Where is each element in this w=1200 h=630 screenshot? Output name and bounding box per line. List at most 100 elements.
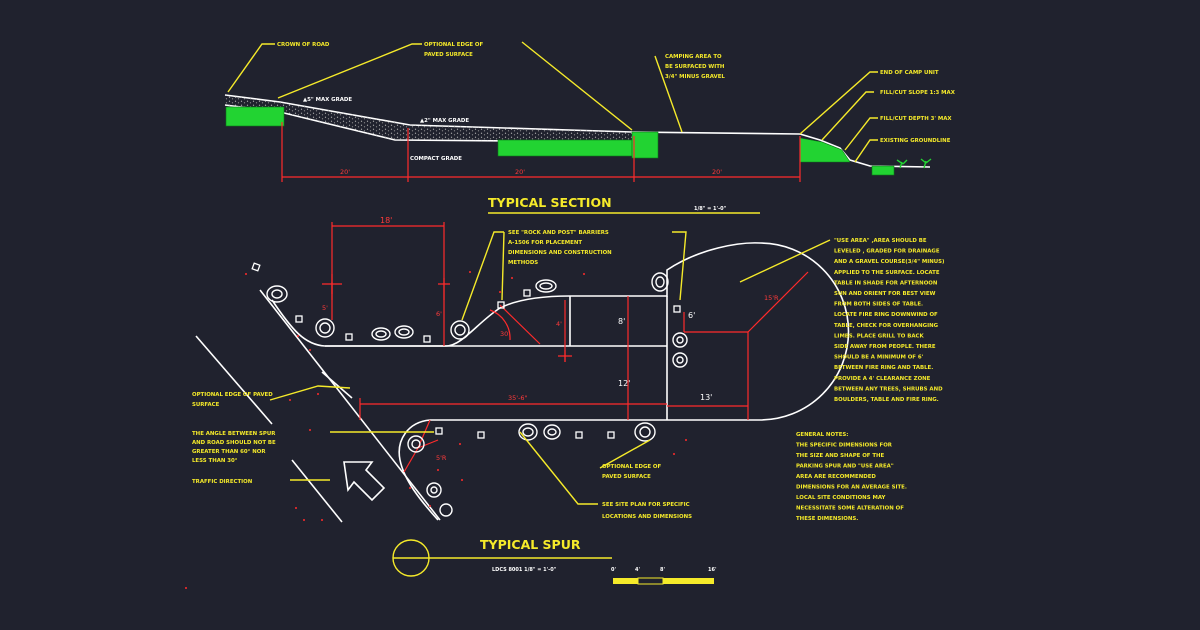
label-use-area-8: TABLE, CHECK FOR OVERHANGING	[834, 323, 939, 329]
label-general-notes-5: DIMENSIONS FOR AN AVERAGE SITE.	[796, 485, 907, 491]
label-general-notes-3: PARKING SPUR AND "USE AREA"	[796, 464, 894, 470]
label-use-area-0: "USE AREA" ,AREA SHOULD BE	[834, 238, 927, 244]
angle-30-arc	[489, 309, 511, 341]
leader-site-plan	[519, 431, 598, 505]
turf-block-3	[631, 131, 659, 159]
label-general-notes-6: LOCAL SITE CONDITIONS MAY	[796, 495, 885, 501]
label-camping-2: BE SURFACED WITH	[665, 64, 725, 70]
dim-radius-15	[747, 271, 809, 333]
plus-marker-3	[558, 350, 572, 362]
road-edge-4	[321, 371, 353, 399]
typical-section: 20' 20' 20' CROWN OF ROAD OPTIONAL EDGE …	[224, 41, 956, 214]
dim-35: 35'-6"	[508, 394, 528, 402]
label-rock-post-3: DIMENSIONS AND CONSTRUCTION	[508, 250, 612, 256]
spur-scale-note: LDCS 8001 1/8" = 1'-0"	[492, 567, 557, 573]
section-dim-2: 20'	[515, 168, 525, 176]
dim-small-2: 6'	[436, 310, 442, 318]
dim-13: 13'	[700, 393, 712, 402]
plant-symbol	[896, 158, 932, 169]
label-site-plan-2: LOCATIONS AND DIMENSIONS	[602, 514, 692, 520]
label-end-of-camp-unit: END OF CAMP UNIT	[880, 70, 939, 76]
dim-small-3: 4'	[556, 320, 562, 328]
section-dim-1: 20'	[340, 168, 350, 176]
leader-optional-edge-2	[521, 41, 633, 131]
label-grade-1: ▲5" MAX GRADE	[303, 97, 352, 103]
leader-groundline	[854, 139, 878, 163]
dim-5r: 5'R	[436, 454, 447, 462]
label-rock-post-2: A-1506 FOR PLACEMENT	[508, 240, 582, 246]
dim-8: 8'	[618, 317, 625, 326]
label-use-area-11: SHOULD BE A MINIMUM OF 6'	[834, 355, 924, 361]
label-rock-post-4: METHODS	[508, 260, 538, 266]
label-grade-2: ▲2" MAX GRADE	[420, 118, 469, 124]
dim-small-1: 5'	[322, 304, 328, 312]
label-compact-grade: COMPACT GRADE	[410, 156, 462, 162]
scale-8: 8'	[660, 567, 665, 573]
leader-crown-of-road	[227, 43, 275, 93]
label-use-area-13: PROVIDE A 4' CLEARANCE ZONE	[834, 376, 931, 382]
label-site-plan-1: SEE SITE PLAN FOR SPECIFIC	[602, 502, 690, 508]
label-optional-edge-1: OPTIONAL EDGE OF	[424, 42, 484, 48]
label-use-area-5: SUN AND ORIENT FOR BEST VIEW	[834, 291, 936, 297]
label-use-area-15: BOULDERS, TABLE AND FIRE RING.	[834, 397, 939, 403]
dim-30: 30	[500, 330, 508, 338]
section-scale: 1/8" = 1'-0"	[694, 206, 727, 212]
plus-marker-1	[322, 274, 342, 294]
spur-title: TYPICAL SPUR	[480, 537, 581, 552]
label-use-area-4: TABLE IN SHADE FOR AFTERNOON	[834, 280, 938, 286]
label-general-notes-2: THE SIZE AND SHAPE OF THE	[796, 453, 885, 459]
road-edge-2	[259, 289, 441, 521]
label-angle-3: LESS THAN 30°	[192, 458, 238, 464]
label-use-area-1: LEVELED , GRADED FOR DRAINAGE	[834, 249, 940, 255]
label-general-notes-8: THESE DIMENSIONS.	[796, 516, 858, 522]
label-use-area-14: BETWEEN ANY TREES, SHRUBS AND	[834, 386, 943, 392]
leader-optional-edge-lower	[599, 439, 651, 469]
boulders	[266, 272, 688, 517]
leader-fill-cut-slope	[821, 91, 874, 141]
leader-camping-area	[654, 55, 683, 133]
label-use-area-6: FROM BOTH SIDES OF TABLE.	[834, 302, 923, 308]
road-edge-1	[195, 335, 273, 425]
leader-use-area	[739, 239, 831, 283]
vegetation-dots	[185, 271, 687, 589]
label-general-notes-0: GENERAL NOTES:	[796, 432, 848, 438]
label-traffic-direction: TRAFFIC DIRECTION	[192, 479, 253, 485]
dim-12: 12'	[618, 379, 630, 388]
traffic-arrow-icon	[343, 461, 386, 502]
label-optional-edge-spur-2: SURFACE	[192, 402, 220, 408]
dim-18: 18'	[380, 216, 392, 225]
label-use-area-3: APPLIED TO THE SURFACE. LOCATE	[834, 270, 940, 276]
label-use-area-10: SIDE AWAY FROM PEOPLE. THERE	[834, 344, 936, 350]
label-use-area-12: BETWEEN FIRE RING AND TABLE.	[834, 365, 933, 371]
scale-bar: 0' 4' 8' 16'	[611, 567, 717, 585]
label-general-notes-4: AREA ARE RECOMMENDED	[796, 474, 876, 480]
leader-fill-cut-depth	[844, 117, 878, 151]
posts	[251, 262, 681, 439]
turf-block-5	[871, 165, 895, 176]
typical-spur: 18' 5' 6' 30 4' 8' 6' 12' 13' 15'R 35'-6…	[185, 216, 945, 589]
leader-end-of-camp	[799, 71, 878, 135]
scale-16: 16'	[708, 567, 717, 573]
label-fill-cut-slope: FILL/CUT SLOPE 1:3 MAX	[880, 90, 956, 96]
label-angle-0: THE ANGLE BETWEEN SPUR	[192, 431, 276, 437]
label-camping-1: CAMPING AREA TO	[665, 54, 722, 60]
spur-outline	[271, 242, 850, 521]
label-general-notes-7: NECESSITATE SOME ALTERATION OF	[796, 506, 904, 512]
scale-4: 4'	[635, 567, 640, 573]
label-general-notes-1: THE SPECIFIC DIMENSIONS FOR	[796, 443, 893, 449]
label-crown-of-road: CROWN OF ROAD	[277, 42, 330, 48]
label-use-area-7: LOCATE FIRE RING DOWNWIND OF	[834, 312, 938, 318]
label-angle-1: AND ROAD SHOULD NOT BE	[192, 440, 276, 446]
dim-6: 6'	[688, 311, 695, 320]
leader-rock-post-2	[501, 231, 505, 301]
label-angle-2: GREATER THAN 60° NOR	[192, 449, 266, 455]
leader-optional-edge-spur	[269, 385, 351, 401]
scale-0: 0'	[611, 567, 616, 573]
leader-rock-post	[461, 231, 504, 321]
turf-block-1	[225, 106, 285, 127]
plus-marker-2	[438, 278, 450, 290]
gravel-fill	[225, 95, 632, 142]
section-title: TYPICAL SECTION	[488, 195, 612, 210]
label-optional-edge-spur-1: OPTIONAL EDGE OF PAVED	[192, 392, 273, 398]
